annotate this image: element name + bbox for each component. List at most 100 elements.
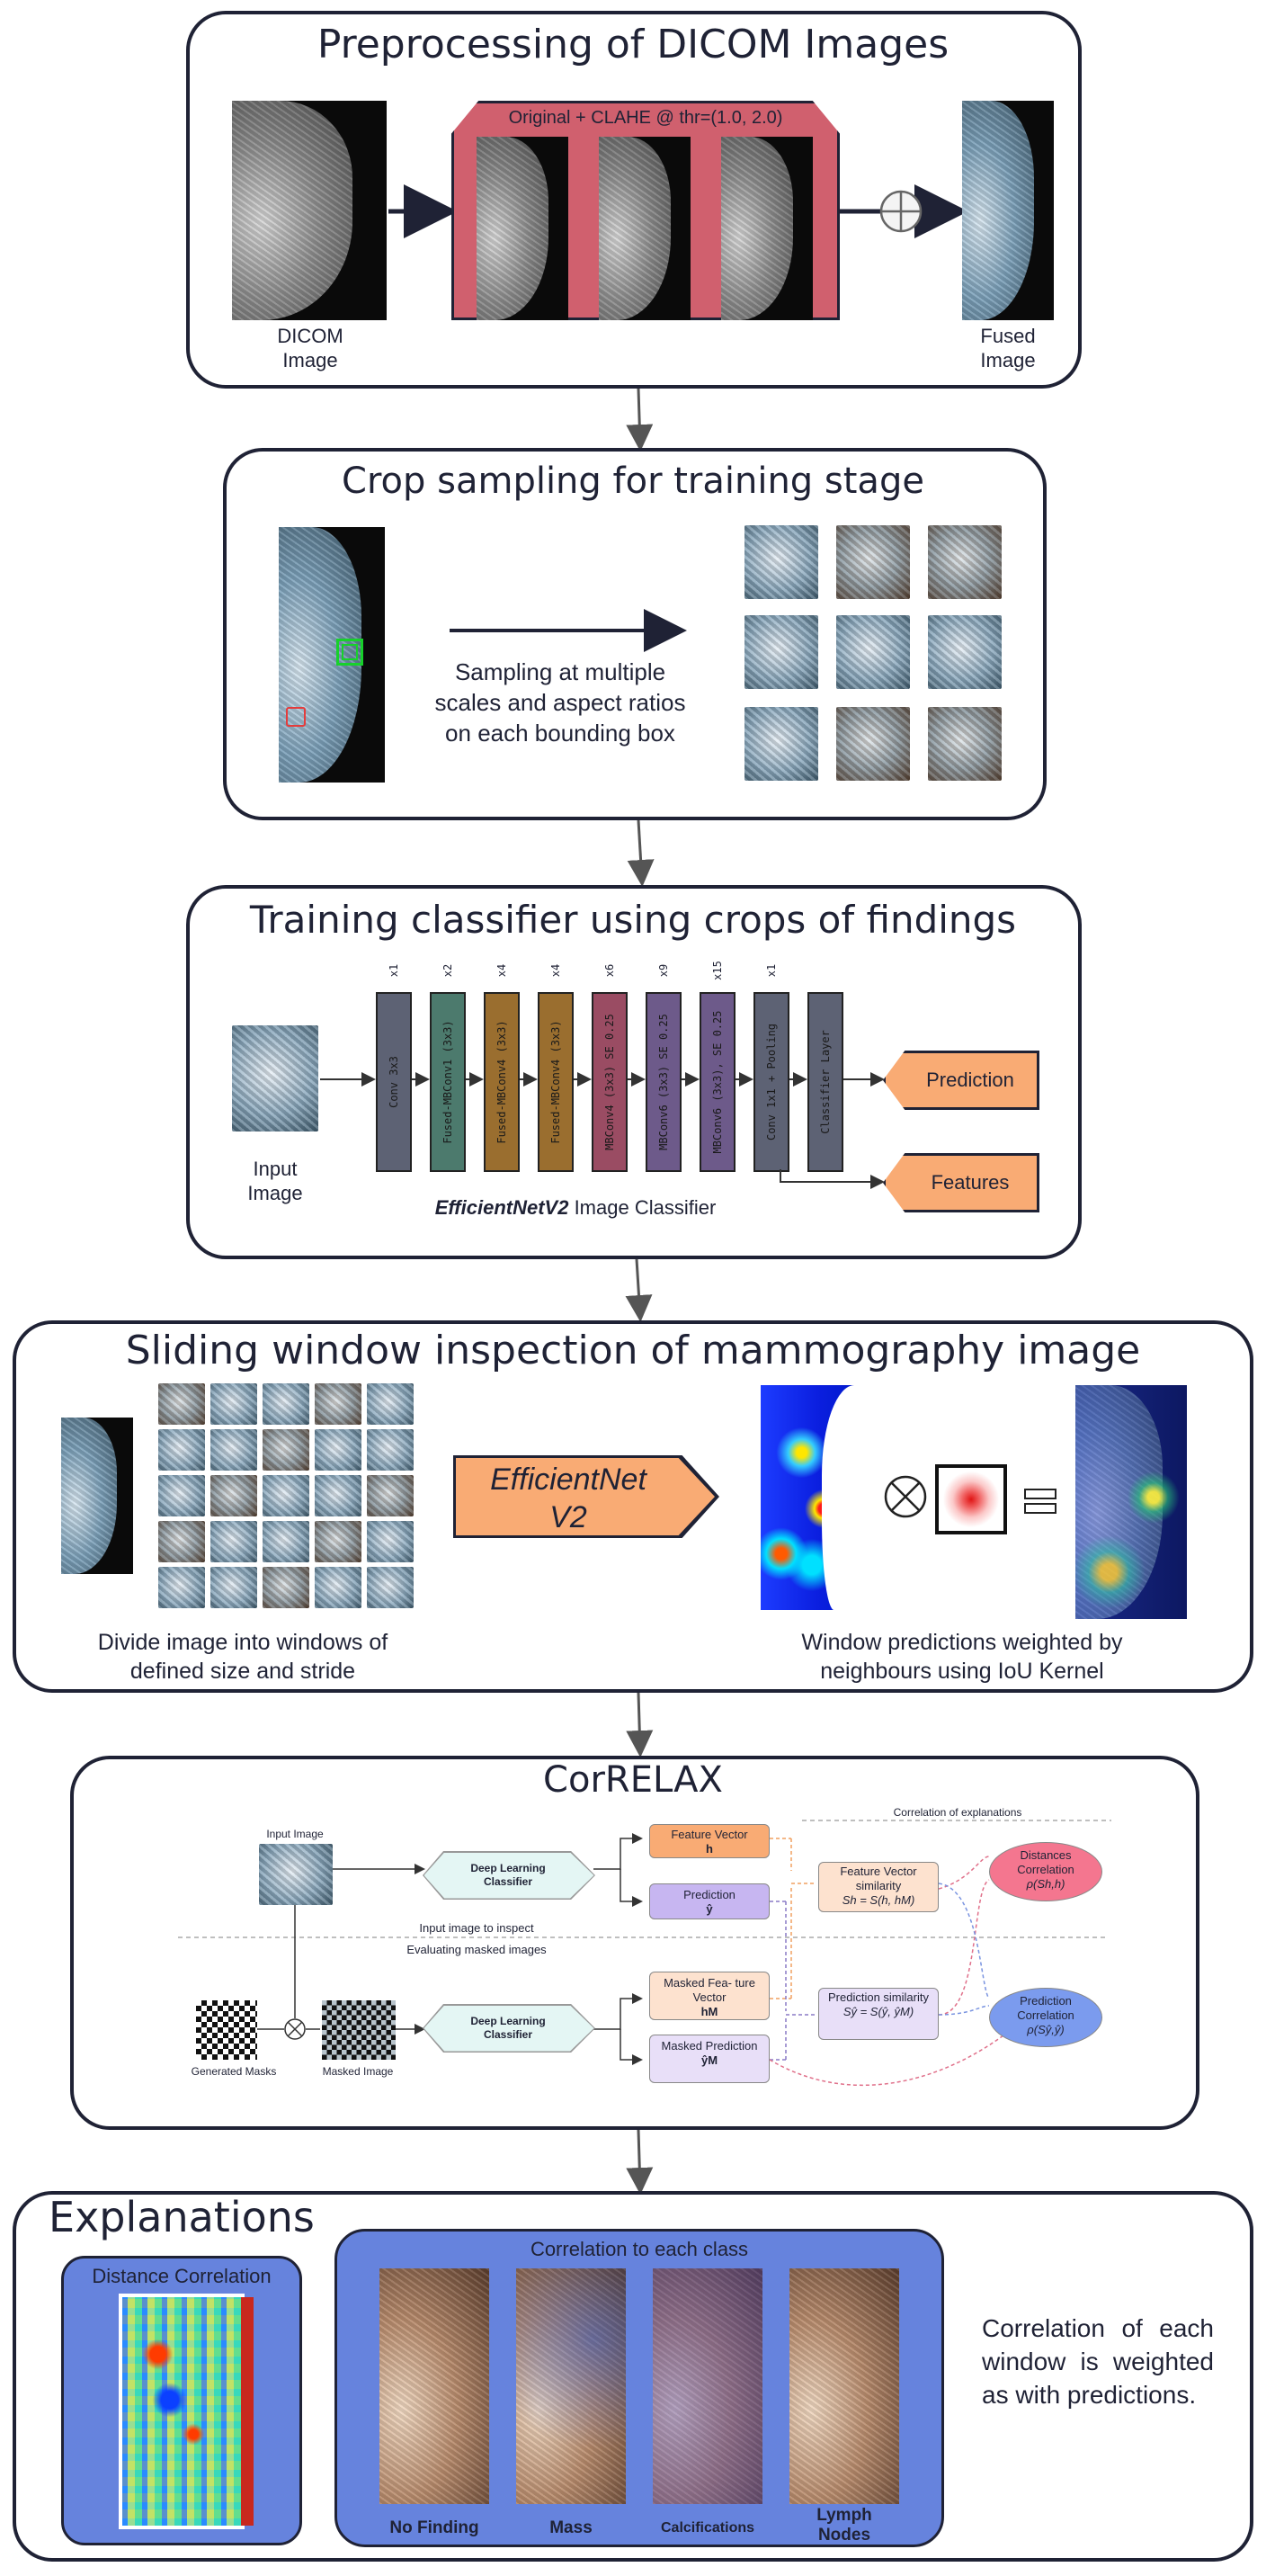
prediction-correlation-ellipse: Prediction Correlation ρ(Sŷ,ŷ)	[989, 1988, 1102, 2047]
prediction-box-label: Prediction	[683, 1888, 736, 1901]
class-overlay-mass	[516, 2268, 626, 2504]
class-image-no-finding	[379, 2268, 489, 2504]
network-layer: Conv 3x3	[376, 992, 412, 1172]
correlax-lines	[178, 1820, 1111, 2087]
network-arrows	[320, 1072, 885, 1189]
window-tile	[367, 1383, 414, 1425]
iou-kernel	[935, 1464, 1007, 1534]
features-output	[883, 1153, 1039, 1212]
dicom-image	[232, 101, 387, 320]
corr-of-explanations-label: Correlation of explanations	[893, 1806, 1022, 1819]
feature-vector-label: Feature Vector	[671, 1828, 748, 1841]
class-label: Lymph Nodes	[816, 2506, 872, 2545]
annotated-mammogram	[279, 527, 385, 783]
correlax-input-image	[259, 1844, 333, 1905]
fv-similarity-formula: Sh = S(h, hM)	[842, 1893, 915, 1907]
generated-masks-image	[196, 2000, 257, 2060]
network-layer: MBConv6 (3x3) SE 0.25	[646, 992, 682, 1172]
crop-sample	[836, 525, 910, 599]
window-grid	[158, 1383, 415, 1612]
crop-sample	[744, 525, 818, 599]
window-tile	[367, 1475, 414, 1516]
explanations-side-text: Correlation of each window is weighted a…	[982, 2314, 1214, 2409]
prediction-box: Prediction ŷ	[649, 1883, 770, 1919]
network-layer: MBConv4 (3x3) SE 0.25	[592, 992, 628, 1172]
class-image-lymph-nodes	[789, 2268, 899, 2504]
masked-prediction-label: Masked Prediction	[661, 2039, 758, 2053]
prediction-correlation-symbol: ρ(Sŷ,ŷ)	[1027, 2023, 1065, 2036]
clahe-image-1	[477, 137, 568, 320]
window-tile	[210, 1429, 257, 1471]
weighted-overlay	[1075, 1385, 1187, 1619]
prediction-heatmap	[761, 1385, 863, 1610]
class-image-calcifications	[653, 2268, 762, 2504]
class-correlation-label: Correlation to each class	[530, 2238, 749, 2260]
window-tile	[367, 1429, 414, 1471]
pred-similarity-label: Prediction similarity	[828, 1990, 929, 2004]
window-tile	[315, 1521, 361, 1562]
crop-sample	[836, 615, 910, 689]
distance-correlation-map	[119, 2294, 254, 2529]
window-tile	[315, 1567, 361, 1608]
classifier-caption-bold: EfficientNetV2	[434, 1196, 569, 1219]
dl-classifier-bottom-label: Deep Learning Classifier	[470, 2015, 546, 2041]
dicom-label: DICOM Image	[277, 325, 343, 371]
efficientnet-block: EfficientNet V2	[453, 1455, 719, 1538]
crop-sample	[928, 707, 1002, 781]
sampling-arrow	[450, 609, 687, 652]
window-tile	[210, 1475, 257, 1516]
fv-similarity-label: Feature Vector similarity	[840, 1865, 917, 1892]
pred-similarity-box: Prediction similarity Sŷ = S(ŷ, ŷM)	[818, 1988, 939, 2040]
iou-caption: Window predictions weighted by neighbour…	[801, 1630, 1123, 1684]
windows-caption: Divide image into windows of defined siz…	[97, 1630, 388, 1684]
network-layer: Fused-MBConv1 (3x3)	[430, 992, 466, 1172]
class-image-mass	[516, 2268, 626, 2504]
class-overlay-calcifications	[653, 2268, 762, 2504]
window-tile	[210, 1383, 257, 1425]
window-tile	[315, 1383, 361, 1425]
feature-vector-symbol: h	[706, 1842, 713, 1856]
window-tile	[158, 1567, 205, 1608]
window-tile	[315, 1429, 361, 1471]
class-label: No Finding	[389, 2518, 479, 2537]
pred-similarity-formula: Sŷ = S(ŷ, ŷM)	[843, 2005, 914, 2018]
crop-sample	[744, 707, 818, 781]
window-tile	[158, 1429, 205, 1471]
crop-sample	[836, 707, 910, 781]
dl-classifier-bottom: Deep Learning Classifier	[423, 2004, 595, 2053]
green-bounding-box-inner	[342, 644, 358, 660]
small-mammogram	[61, 1418, 133, 1574]
window-tile	[158, 1475, 205, 1516]
dl-classifier-top: Deep Learning Classifier	[423, 1851, 595, 1900]
prediction-correlation-label: Prediction Correlation	[1017, 1994, 1074, 2022]
preprocessing-title: Preprocessing of DICOM Images	[316, 22, 950, 67]
generated-masks-label: Generated Masks	[191, 2065, 277, 2078]
correlax-section	[70, 1756, 1199, 2130]
masked-image	[322, 2000, 396, 2060]
clahe-label: Original + CLAHE @ thr=(1.0, 2.0)	[508, 108, 783, 128]
masked-feature-box: Masked Fea- ture Vector hM	[649, 1972, 770, 2020]
features-label: Features	[931, 1171, 1010, 1194]
crop-sampling-title: Crop sampling for training stage	[342, 461, 924, 502]
distances-correlation-symbol: ρ(Sh,h)	[1026, 1877, 1065, 1891]
window-tile	[158, 1521, 205, 1562]
masked-prediction-symbol: ŷM	[700, 2053, 718, 2067]
window-tile	[263, 1521, 309, 1562]
masked-feature-symbol: hM	[700, 2005, 718, 2018]
sliding-window-title: Sliding window inspection of mammography…	[125, 1328, 1141, 1373]
red-bounding-box	[286, 707, 306, 727]
crop-sample	[928, 525, 1002, 599]
window-tile	[315, 1475, 361, 1516]
network-layer: Fused-MBConv4 (3x3)	[538, 992, 574, 1172]
feature-vector-box: Feature Vector h	[649, 1824, 770, 1858]
network-layer: MBConv6 (3x3), SE 0.25	[700, 992, 736, 1172]
input-image-label: Input Image	[247, 1158, 303, 1204]
fused-image	[962, 101, 1054, 320]
clahe-image-3	[721, 137, 813, 320]
kernel-operators	[884, 1475, 1056, 1518]
window-tile	[263, 1475, 309, 1516]
input-crop-image	[232, 1025, 318, 1131]
network-layer: Classifier Layer	[807, 992, 843, 1172]
classifier-caption: EfficientNetV2 Image Classifier	[378, 1196, 773, 1220]
masked-prediction-box: Masked Prediction ŷM	[649, 2035, 770, 2083]
